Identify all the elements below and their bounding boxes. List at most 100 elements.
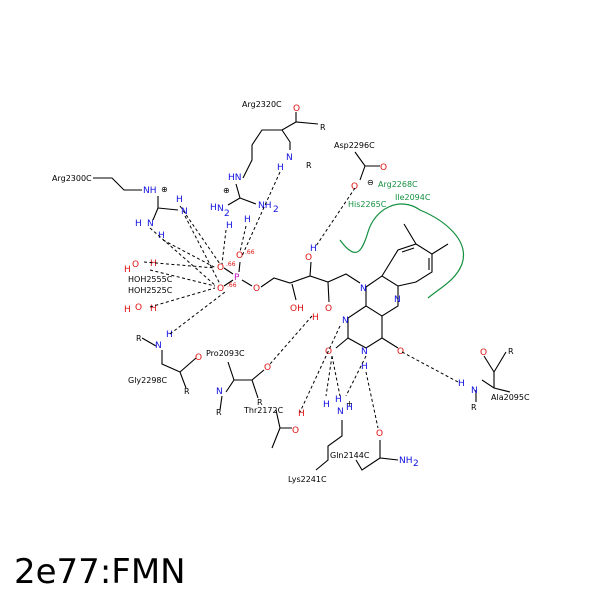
- hydroxyl-oxygen: OH: [290, 304, 304, 314]
- residue-label: Thr2172C: [243, 406, 284, 415]
- residue-arg2320: Arg2320C O R N H R HN ⊕ H N 2 NH 2 H H: [210, 100, 326, 231]
- guanidinium-hydrogen: H: [158, 231, 165, 241]
- r-group-label: R: [508, 347, 514, 356]
- ring-nh-hydrogen: H: [361, 362, 368, 372]
- hydrophobic-contacts: Arg2268C Ile2094C His2265C: [339, 180, 465, 299]
- hydrogen-bond: [184, 215, 221, 285]
- ala2095-backbone: [475, 351, 511, 402]
- guanidinium-hydrogen: H: [244, 215, 251, 225]
- residue-label: HOH2555C: [128, 275, 173, 284]
- hydrogen-bond: [401, 351, 459, 383]
- thr2172-sidechain: [271, 409, 292, 449]
- guanidinium-nitrogen: HN: [228, 173, 242, 183]
- ester-oxygen: O: [253, 284, 260, 294]
- carbonyl-oxygen: O: [195, 353, 202, 363]
- hydrogen-bond: [169, 291, 226, 335]
- amide-hydrogen: H: [458, 379, 465, 389]
- ring-nitrogen: N: [394, 295, 401, 305]
- ammonium-nitrogen: N: [337, 407, 344, 417]
- ring-nitrogen: N: [342, 316, 349, 326]
- guanidinium-hydrogen: H: [135, 219, 142, 229]
- r-group-label: R: [136, 334, 142, 343]
- residue-label: Pro2093C: [206, 349, 245, 358]
- residue-label: HOH2525C: [128, 286, 173, 295]
- water-molecules: H O H HOH2555C HOH2525C H O H: [124, 259, 173, 315]
- water-atom: H: [124, 265, 131, 275]
- hydrogen-bond: [149, 287, 216, 308]
- hydroxyl-oxygen: O: [325, 304, 332, 314]
- carbonyl-oxygen: O: [325, 347, 332, 357]
- guanidinium-nitrogen: H: [210, 203, 217, 213]
- benzo-double-bonds: [401, 247, 430, 270]
- water-atom: H: [124, 305, 131, 315]
- water-atom: H: [150, 259, 157, 269]
- amide-hydrogen: H: [277, 163, 284, 173]
- methyl-bonds: [403, 223, 449, 255]
- residue-asp2296: Asp2296C O O ⊖: [334, 141, 387, 192]
- gly2298-backbone: [141, 337, 197, 389]
- guanidinium-nitrogen: 2: [224, 209, 230, 219]
- ring-nitrogen: N: [361, 347, 368, 357]
- carbonyl-oxygen: O: [264, 363, 271, 373]
- r-group-label: R: [216, 408, 222, 417]
- amide-nitrogen: N: [471, 386, 478, 396]
- residue-pro2093: Pro2093C O N R R: [206, 349, 271, 417]
- residue-label: Arg2268C: [378, 180, 418, 189]
- r-group-label: R: [320, 123, 326, 132]
- hydroxyl-hydrogen: H: [298, 409, 305, 419]
- amide-nitrogen: N: [216, 387, 223, 397]
- pro2093-backbone: [219, 361, 265, 411]
- hydrogen-bond: [345, 355, 367, 397]
- r-group-label: R: [257, 398, 263, 407]
- carbonyl-oxygen: O: [397, 347, 404, 357]
- phosphate-oxygen: O: [217, 284, 224, 294]
- carbonyl-oxygen: O: [480, 348, 487, 358]
- guanidinium-nitrogen: N: [217, 204, 224, 214]
- hydrogen-bond: [149, 269, 216, 287]
- residue-label: Arg2320C: [242, 100, 282, 109]
- ring-nitrogen: N: [360, 284, 367, 294]
- guanidinium-nitrogen: N: [147, 219, 154, 229]
- phosphate-bonds: [223, 261, 253, 287]
- carboxylate-oxygen: O: [351, 182, 358, 192]
- hydrogen-bond: [325, 355, 333, 397]
- water-atom: H: [150, 304, 157, 314]
- residue-label: Gln2144C: [330, 451, 370, 460]
- guanidinium-nitrogen: NH: [143, 186, 157, 196]
- residue-gly2298: R N H O R Gly2298C: [128, 330, 202, 396]
- amide-nitrogen: 2: [413, 459, 419, 469]
- charge-label: .66: [226, 261, 236, 268]
- guanidinium-nitrogen: 2: [273, 205, 279, 215]
- residue-label: Ala2095C: [491, 393, 530, 402]
- hydroxyl-oxygen: O: [292, 426, 299, 436]
- residue-label: Arg2300C: [52, 174, 92, 183]
- guanidinium-bonds: [152, 196, 179, 221]
- hydrogen-bond: [365, 371, 379, 429]
- r-group-label: R: [184, 387, 190, 396]
- ribityl-hydroxyl-bonds: [291, 261, 330, 303]
- charge-label: .66: [245, 249, 255, 256]
- hydrogen-bond: [299, 325, 341, 413]
- residue-thr2172: Thr2172C O H: [243, 406, 305, 449]
- hydrogen-bonds: [143, 171, 459, 429]
- hydrogen-bond: [221, 229, 227, 265]
- pyrimidine-ring: [347, 305, 383, 349]
- hydrogen-bond: [162, 239, 217, 269]
- residue-label: Asp2296C: [334, 141, 375, 150]
- residue-gln2144: O NH 2 Gln2144C: [330, 429, 419, 471]
- page-title: 2e77:FMN: [14, 552, 186, 592]
- water-atom: O: [132, 260, 139, 270]
- residue-ala2095: O R N H R Ala2095C: [458, 347, 530, 412]
- hydrogen-bond: [143, 261, 216, 269]
- residue-arg2300: Arg2300C NH ⊕ H N N H H: [52, 174, 188, 241]
- positive-charge: ⊕: [161, 185, 168, 194]
- guanidinium-bonds: [227, 183, 257, 206]
- lys2241-sidechain: [315, 420, 343, 471]
- ammonium-hydrogen: H: [335, 395, 342, 405]
- phosphorus-atom: P: [234, 273, 240, 283]
- carbonyl-bonds: [335, 337, 399, 349]
- residue-label: Ile2094C: [395, 193, 431, 202]
- ammonium-hydrogen: H: [346, 403, 353, 413]
- water-atom: O: [135, 303, 142, 313]
- fmn-ligand: P O .66 O .66 O .66 O OH O H O H N N N N…: [217, 223, 449, 372]
